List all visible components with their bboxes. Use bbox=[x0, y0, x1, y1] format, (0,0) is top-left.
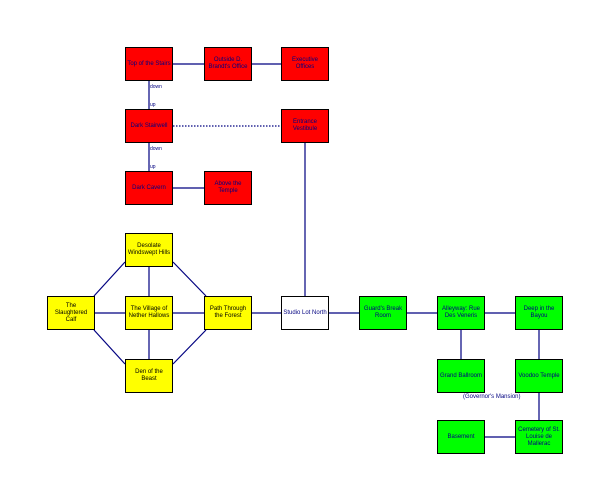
room-basement[interactable]: Basement bbox=[437, 420, 485, 454]
room-voodoo-temple[interactable]: Voodoo Temple bbox=[515, 359, 563, 393]
label-up-2: up bbox=[150, 164, 156, 170]
room-slaughtered-calf[interactable]: The Slaughtered Calf bbox=[47, 296, 95, 330]
room-guards-break-room[interactable]: Guard's Break Room bbox=[359, 296, 407, 330]
room-cemetery[interactable]: Cemetery of St. Louise de Mallerac bbox=[515, 420, 563, 454]
link-path-den bbox=[172, 329, 207, 365]
label-down-1: down bbox=[150, 84, 162, 90]
room-alleyway[interactable]: Alleyway: Rue Des Veneris bbox=[437, 296, 485, 330]
room-desolate-hills[interactable]: Desolate Windswept Hills bbox=[125, 233, 173, 267]
link-calf-den bbox=[93, 329, 126, 365]
label-down-2: down bbox=[150, 146, 162, 152]
room-above-temple[interactable]: Above the Temple bbox=[204, 171, 252, 205]
room-dark-cavern[interactable]: Dark Cavern bbox=[125, 171, 173, 205]
room-grand-ballroom[interactable]: Grand Ballroom bbox=[437, 359, 485, 393]
room-top-of-stairs[interactable]: Top of the Stairs bbox=[125, 47, 173, 81]
room-den-of-beast[interactable]: Den of the Beast bbox=[125, 359, 173, 393]
link-hills-path bbox=[172, 261, 207, 297]
room-outside-office[interactable]: Outside D. Brandt's Office bbox=[204, 47, 252, 81]
room-deep-in-bayou[interactable]: Deep in the Bayou bbox=[515, 296, 563, 330]
label-up-1: up bbox=[150, 102, 156, 108]
room-path-through-forest[interactable]: Path Through the Forest bbox=[204, 296, 252, 330]
room-dark-stairwell[interactable]: Dark Stairwell bbox=[125, 109, 173, 143]
note-governors-mansion: (Governor's Mansion) bbox=[463, 394, 521, 400]
room-studio-lot-north[interactable]: Studio Lot North bbox=[281, 296, 329, 330]
room-executive-offices[interactable]: Executive Offices bbox=[281, 47, 329, 81]
link-hills-calf bbox=[93, 261, 126, 297]
room-village-nether-hallows[interactable]: The Village of Nether Hallows bbox=[125, 296, 173, 330]
room-entrance-vestibule[interactable]: Entrance Vestibule bbox=[281, 109, 329, 143]
